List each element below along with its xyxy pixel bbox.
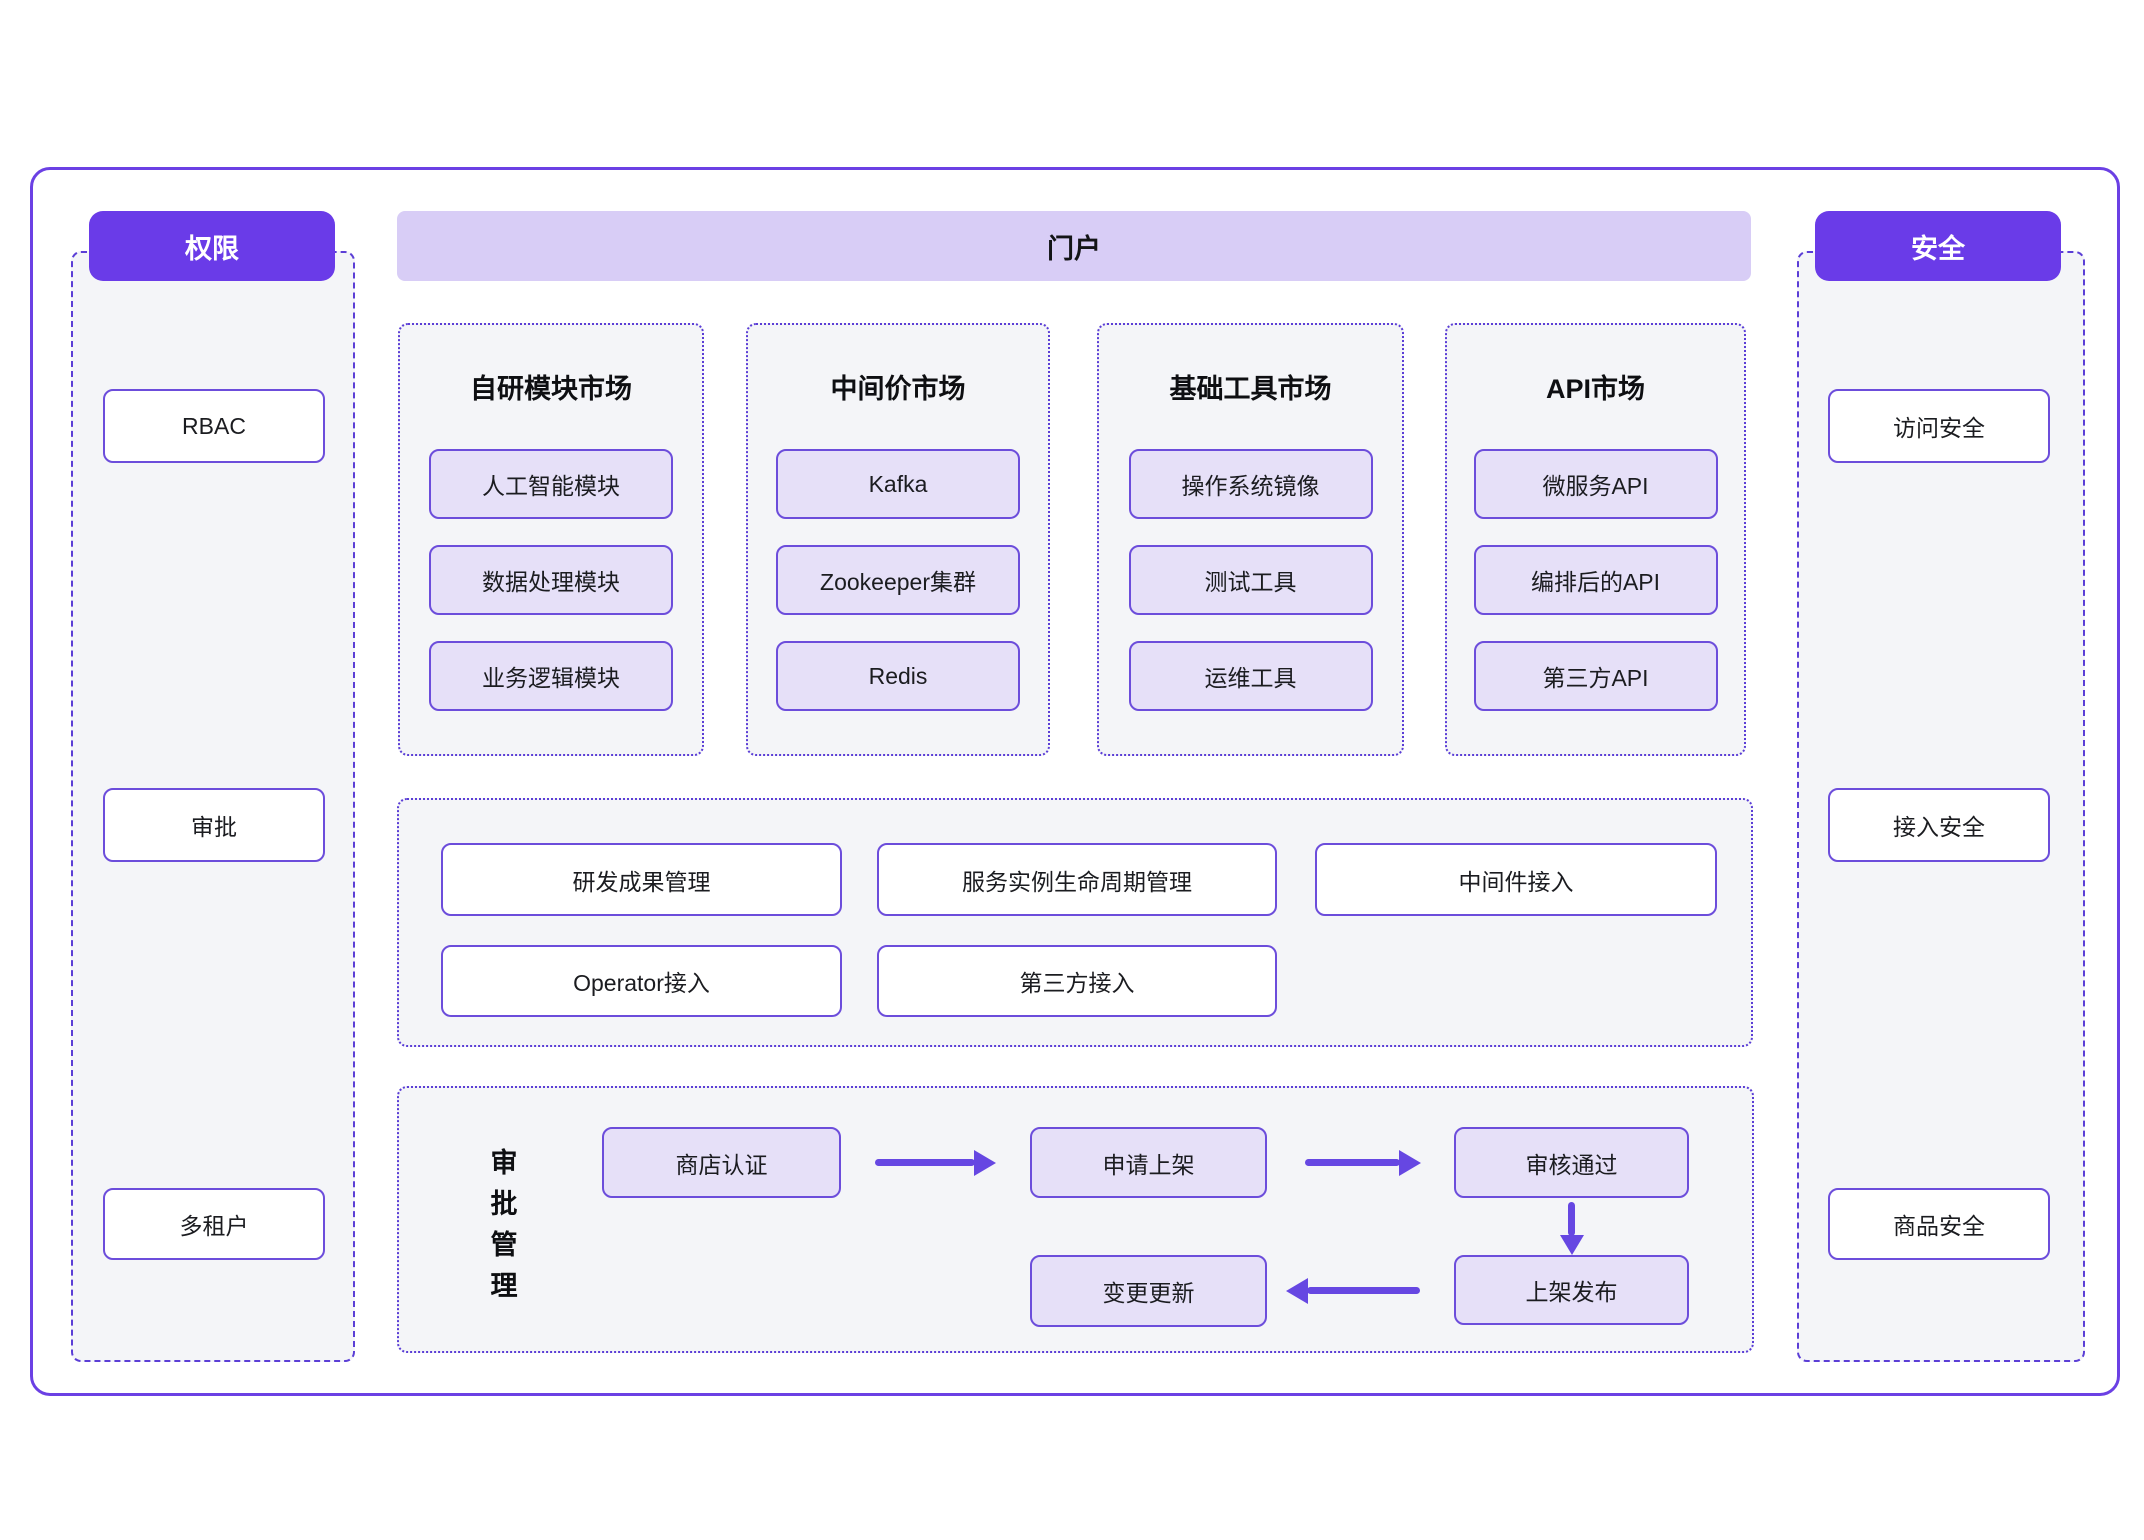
outer-container: 权限 RBAC 审批 多租户 门户 自研模块市场 人工智能模块 数据处理模块 业…	[30, 167, 2120, 1396]
market-item: 第三方API	[1473, 641, 1718, 711]
rbac-box: RBAC	[103, 389, 325, 463]
permissions-header: 权限	[89, 211, 335, 281]
market-item: Redis	[776, 641, 1020, 711]
market-self-developed-modules: 自研模块市场 人工智能模块 数据处理模块 业务逻辑模块	[398, 323, 704, 756]
market-basic-tools: 基础工具市场 操作系统镜像 测试工具 运维工具	[1097, 323, 1404, 756]
management-box: Operator接入	[441, 945, 842, 1017]
arrow-left-icon	[1286, 1277, 1420, 1304]
flow-step-apply-listing: 申请上架	[1030, 1127, 1267, 1198]
access-security-box: 访问安全	[1828, 389, 2050, 463]
market-item: Zookeeper集群	[776, 545, 1020, 615]
arrow-down-icon	[1559, 1202, 1584, 1255]
market-item: 操作系统镜像	[1128, 449, 1373, 519]
approval-box: 审批	[103, 788, 325, 862]
flow-step-publish: 上架发布	[1454, 1255, 1689, 1325]
integration-security-box: 接入安全	[1828, 788, 2050, 862]
market-item: 编排后的API	[1473, 545, 1718, 615]
market-item: 运维工具	[1128, 641, 1373, 711]
management-section: 研发成果管理 服务实例生命周期管理 中间件接入 Operator接入 第三方接入	[397, 798, 1753, 1047]
approval-management-section: 审批管理 商店认证 申请上架 审核通过 上架发布 变更更新	[397, 1086, 1754, 1353]
market-api: API市场 微服务API 编排后的API 第三方API	[1445, 323, 1746, 756]
flow-step-review-passed: 审核通过	[1454, 1127, 1689, 1198]
market-title: 基础工具市场	[1169, 374, 1332, 404]
market-middleware: 中间价市场 Kafka Zookeeper集群 Redis	[746, 323, 1050, 756]
market-item: 人工智能模块	[429, 449, 673, 519]
management-box: 第三方接入	[877, 945, 1277, 1017]
management-box: 研发成果管理	[441, 843, 842, 916]
portal-banner: 门户	[397, 211, 1751, 281]
arrow-right-icon	[1305, 1149, 1421, 1176]
security-header: 安全	[1815, 211, 2061, 281]
approval-management-label: 审批管理	[490, 1148, 518, 1301]
product-security-box: 商品安全	[1828, 1188, 2050, 1260]
management-box: 中间件接入	[1315, 843, 1717, 916]
market-title: 自研模块市场	[470, 374, 632, 404]
market-item: Kafka	[776, 449, 1020, 519]
multi-tenant-box: 多租户	[103, 1188, 325, 1260]
market-item: 数据处理模块	[429, 545, 673, 615]
flow-step-change-update: 变更更新	[1030, 1255, 1267, 1327]
market-item: 测试工具	[1128, 545, 1373, 615]
arrow-right-icon	[875, 1149, 996, 1176]
market-title: API市场	[1545, 374, 1645, 404]
market-item: 业务逻辑模块	[429, 641, 673, 711]
flow-step-store-certification: 商店认证	[602, 1127, 841, 1198]
market-item: 微服务API	[1473, 449, 1718, 519]
management-box: 服务实例生命周期管理	[877, 843, 1277, 916]
market-title: 中间价市场	[830, 374, 966, 404]
